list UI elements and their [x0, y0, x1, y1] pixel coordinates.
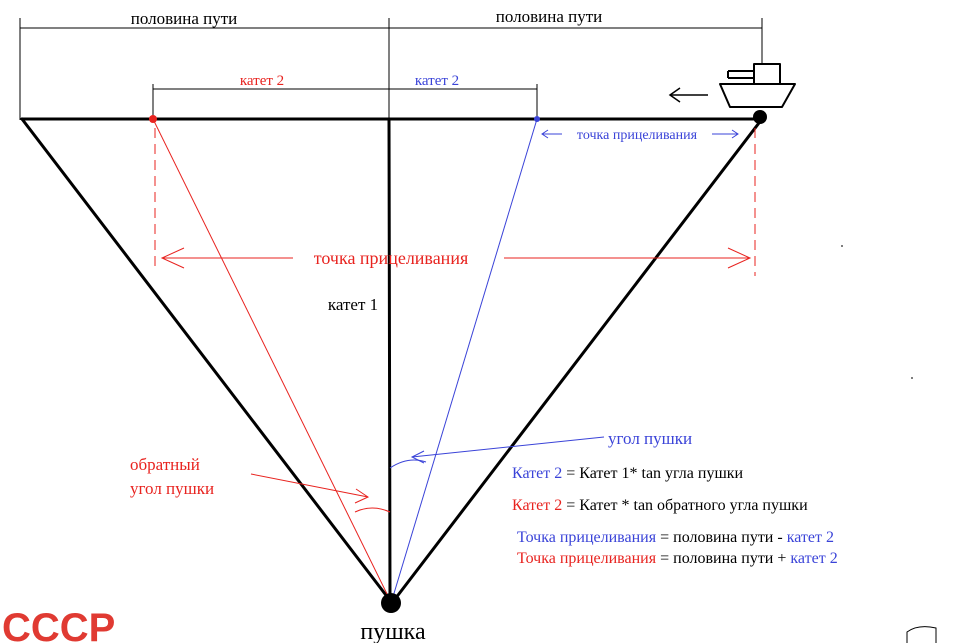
formula-1-rest: = Катет 1* tan угла пушки: [562, 465, 743, 482]
leg2-red-label: катет 2: [240, 73, 284, 89]
gun-angle-sight-line: [391, 118, 538, 601]
blue-aim-dot: [534, 116, 540, 122]
formula-2-colored: Катет 2: [512, 497, 562, 514]
leg2-dimension: [152, 84, 538, 118]
main-triangle: [20, 117, 764, 605]
formula-3: Точка прицеливания = половина пути - кат…: [517, 529, 834, 546]
reverse-angle-sight-line: [152, 118, 391, 601]
formula-3-mid: = половина пути -: [656, 529, 787, 546]
leg2-blue-label: катет 2: [415, 73, 459, 89]
formula-1-colored: Катет 2: [512, 465, 562, 482]
arrow-left-icon: [668, 87, 708, 103]
formula-4: Точка прицеливания = половина пути + кат…: [517, 550, 838, 567]
stray-dot: [911, 377, 913, 379]
red-dashed-verticals: [154, 128, 756, 276]
stray-dot: [841, 245, 843, 247]
corner-fragment: [906, 626, 937, 643]
blue-aim-arrow: [541, 129, 739, 139]
formula-2: Катет 2 = Катет * tan обратного угла пуш…: [512, 497, 808, 514]
reverse-angle-pointer: [250, 473, 391, 513]
stamp-text: СССР: [2, 606, 115, 643]
formula-3-colored: Точка прицеливания: [517, 529, 657, 546]
gun-label: пушка: [360, 619, 426, 643]
aim-point-blue-label: точка прицеливания: [577, 128, 698, 143]
formula-4-colored2: катет 2: [790, 550, 837, 567]
gun-angle-label: угол пушки: [608, 429, 692, 448]
formula-4-mid: = половина пути +: [656, 550, 790, 567]
ship-icon: [719, 63, 796, 108]
ship-position-dot: [753, 110, 767, 124]
formula-2-rest: = Катет * tan обратного угла пушки: [562, 497, 808, 514]
gun-position-dot: [381, 593, 401, 613]
formula-3-colored2: катет 2: [787, 529, 834, 546]
reverse-angle-label-line1: обратный: [130, 455, 200, 474]
aim-point-red-label: точка прицеливания: [314, 248, 468, 268]
half-path-right-label: половина пути: [496, 7, 603, 26]
formula-1: Катет 2 = Катет 1* tan угла пушки: [512, 465, 744, 482]
leg1-label: катет 1: [328, 295, 378, 314]
reverse-angle-label-line2: угол пушки: [130, 479, 214, 498]
half-path-dimension: [19, 18, 763, 120]
red-aim-dot: [149, 115, 157, 123]
gun-angle-pointer: [389, 436, 605, 469]
half-path-left-label: половина пути: [131, 9, 238, 28]
red-aim-arrow: [160, 247, 752, 269]
formula-4-colored: Точка прицеливания: [517, 550, 657, 567]
